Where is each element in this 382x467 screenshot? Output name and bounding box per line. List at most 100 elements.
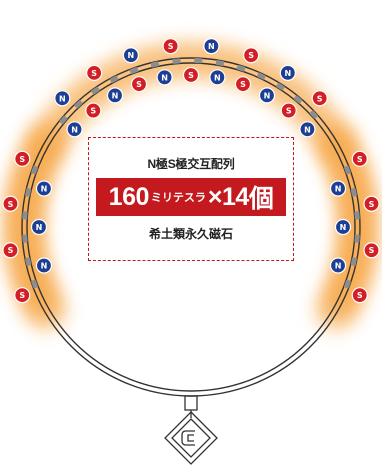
magnet-label: S [369,200,375,209]
magnet-label: N [128,51,135,60]
magnet-dot [30,218,48,236]
magnet-label: S [357,155,363,164]
ring-segment [276,82,285,91]
magnet-north: N [122,47,139,64]
magnet-dot [234,76,252,93]
magnet-label: S [369,246,375,255]
magnet-north: N [329,257,347,274]
magnet-dot [363,242,380,259]
magnet-dot [2,195,19,212]
strength-unit: ミリテスラ [150,192,206,204]
magnet-label: N [36,223,43,232]
magnet-south: S [311,90,328,107]
ring-segment [129,67,139,74]
magnet-dot [279,64,296,81]
ring-segment [354,211,360,220]
magnet-label: S [357,291,363,300]
magnet-south: S [162,38,179,55]
ring-segment [194,58,203,64]
magnet-north: N [35,180,53,197]
magnet-label: S [136,80,142,89]
magnet-south: S [363,242,380,259]
magnet-dot [334,218,352,236]
magnet-label: N [112,91,119,100]
magnet-dot [162,38,179,55]
ring-segment [22,211,28,220]
glow-blob [315,290,356,331]
magnet-dot [106,87,124,104]
ring-segment [172,58,181,64]
magnet-dot [280,102,297,119]
ring-segment [236,64,246,72]
magnet-south: S [130,76,148,93]
magnet-dot [85,102,102,119]
magnet-north: N [203,38,220,55]
magnet-dot [363,195,380,212]
magnet-south: S [363,195,380,212]
ring-segment [350,257,357,266]
magnet-label: S [91,69,97,78]
ring-segment [344,279,351,289]
ring-segment [354,234,360,243]
magnet-label: N [161,73,168,82]
magnet-south: S [280,102,297,119]
magnet-north: N [54,90,71,107]
magnet-north: N [258,87,276,104]
spec-title: N極S極交互配列 [147,157,235,171]
ring-segment [59,115,68,125]
magnet-dot [351,150,368,167]
magnet-dot [2,242,19,259]
glow-blob [26,123,67,164]
magnet-dot [329,257,347,274]
ring-segment [309,110,318,119]
strength-value: 160 [108,182,150,211]
magnet-dot [130,76,148,93]
magnet-dot [54,90,71,107]
magnet-north: N [30,218,48,236]
magnet-south: S [351,287,368,304]
magnet-label: S [317,94,323,103]
magnet-dot [243,47,260,64]
ring-segment [91,86,100,95]
magnet-dot [329,180,347,197]
magnet-label: N [340,223,347,232]
magnet-label: N [41,261,48,270]
magnet-south: S [2,242,19,259]
magnet-dot [86,64,103,81]
magnet-label: S [8,200,14,209]
magnet-north: N [156,69,173,86]
magnet-label: N [264,91,271,100]
magnet-dot [311,90,328,107]
ring-segment [350,188,357,197]
magnet-north: N [334,218,352,236]
magnet-label: S [286,107,292,116]
ring-segment [344,165,351,175]
magnet-north: N [209,69,226,86]
magnet-label: S [188,71,194,80]
magnet-label: S [240,80,246,89]
segment-layer [22,58,360,289]
magnet-north: N [35,257,53,274]
magnet-label: S [168,42,174,51]
magnet-label: S [8,246,14,255]
magnet-north: N [329,180,347,197]
magnet-south: S [351,150,368,167]
ring-segment [31,165,38,175]
magnet-dot [14,287,31,304]
magnet-label: N [335,185,342,194]
ring-segment [109,75,119,84]
magnet-dot [122,47,139,64]
magnet-north: N [279,64,296,81]
ring-segment [74,100,83,109]
ring-segment [25,257,32,266]
magnet-south: S [243,47,260,64]
magnet-north: N [106,87,124,104]
spec-box: N極S極交互配列 160 ミリテスラ × 14 個 希土類永久磁石 [88,137,294,261]
magnet-dot [351,287,368,304]
magnet-dot [258,87,276,104]
magnet-north: N [66,121,83,138]
ring-segment [150,61,160,68]
magnet-dot [182,66,200,84]
